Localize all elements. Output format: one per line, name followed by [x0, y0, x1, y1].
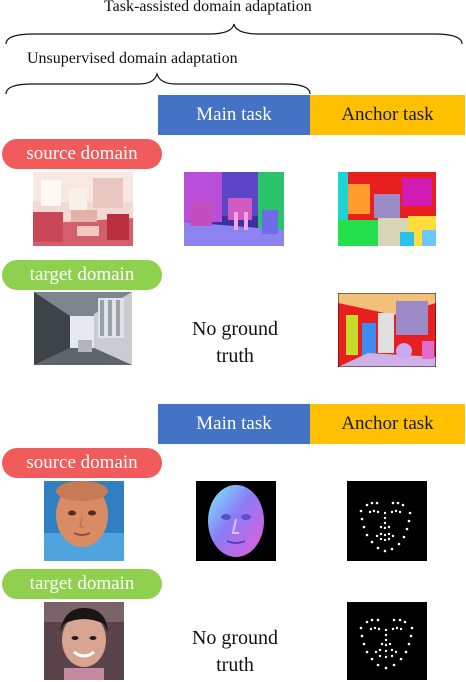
- outer-brace: [5, 23, 463, 45]
- no-ground-truth-line1-2: No ground: [191, 627, 279, 649]
- target-corridor-image: [34, 292, 132, 365]
- source-domain-label-2: source domain: [2, 448, 162, 478]
- no-ground-truth-line2-2: truth: [216, 654, 254, 676]
- main-task-header-2: Main task: [158, 404, 310, 444]
- top-title: Task-assisted domain adaptation: [104, 0, 312, 15]
- source-face-normals-image: [196, 481, 276, 561]
- anchor-task-header: Anchor task: [310, 95, 465, 135]
- target-face-landmarks-image: [347, 602, 427, 680]
- inner-brace: [5, 72, 311, 95]
- no-ground-truth-line1: No ground: [191, 318, 279, 340]
- main-task-header: Main task: [158, 95, 310, 135]
- source-domain-label: source domain: [2, 139, 162, 169]
- target-domain-label: target domain: [2, 260, 162, 290]
- no-ground-truth-text-2: No ground truth: [175, 625, 295, 679]
- sub-title: Unsupervised domain adaptation: [27, 50, 238, 67]
- no-ground-truth-text: No ground truth: [175, 316, 295, 370]
- source-room-normals-image: [184, 172, 284, 246]
- target-corridor-segmentation-image: [338, 293, 436, 367]
- source-room-image: [33, 172, 133, 246]
- source-face-landmarks-image: [347, 481, 427, 561]
- target-face-image: [44, 602, 124, 680]
- no-ground-truth-line2: truth: [216, 345, 254, 367]
- anchor-task-header-2: Anchor task: [310, 404, 465, 444]
- source-face-image: [44, 481, 124, 561]
- source-room-segmentation-image: [338, 172, 436, 246]
- target-domain-label-2: target domain: [2, 569, 162, 599]
